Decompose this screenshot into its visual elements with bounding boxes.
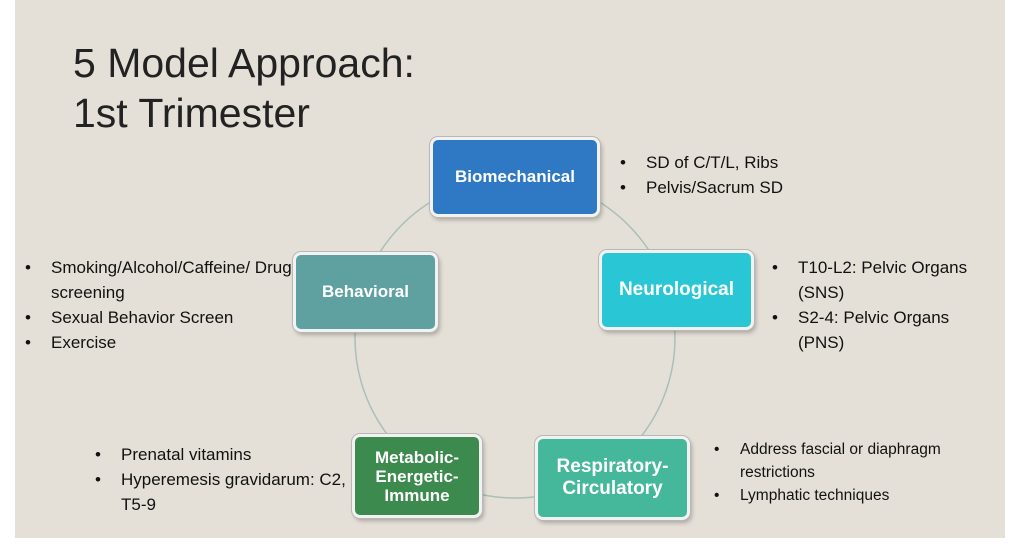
node-metabolic: Metabolic- Energetic- Immune (352, 434, 482, 518)
node-respiratory-label-1: Respiratory- (556, 456, 669, 477)
slide-title: 5 Model Approach: 1st Trimester (73, 38, 415, 138)
metabolic-notes: Prenatal vitamins Hyperemesis gravidarum… (93, 442, 348, 517)
note-item: Smoking/Alcohol/Caffeine/ Drug screening (23, 255, 298, 305)
note-item: Hyperemesis gravidarum: C2, T5-9 (93, 467, 348, 517)
node-metabolic-label-3: Immune (384, 485, 450, 505)
node-biomechanical-label: Biomechanical (455, 167, 575, 186)
node-neurological-label: Neurological (618, 279, 735, 300)
node-respiratory-label-2: Circulatory (562, 478, 663, 499)
note-item: Address fascial or diaphragm restriction… (712, 438, 942, 484)
node-metabolic-label-1: Metabolic- (374, 447, 460, 467)
slide: 5 Model Approach: 1st Trimester Biomecha… (15, 0, 1005, 538)
node-behavioral: Behavioral (293, 252, 438, 332)
note-item: Exercise (23, 330, 298, 355)
title-line-1: 5 Model Approach: (73, 40, 415, 86)
node-biomechanical: Biomechanical (430, 137, 600, 217)
behavioral-notes: Smoking/Alcohol/Caffeine/ Drug screening… (23, 255, 298, 355)
note-item: Sexual Behavior Screen (23, 305, 298, 330)
title-line-2: 1st Trimester (73, 90, 310, 136)
note-item: Prenatal vitamins (93, 442, 348, 467)
note-item: S2-4: Pelvic Organs (PNS) (770, 305, 970, 355)
note-item: Pelvis/Sacrum SD (618, 175, 783, 200)
note-item: Lymphatic techniques (712, 484, 942, 507)
node-behavioral-label: Behavioral (322, 282, 409, 301)
note-item: SD of C/T/L, Ribs (618, 150, 783, 175)
respiratory-notes: Address fascial or diaphragm restriction… (712, 438, 942, 507)
biomechanical-notes: SD of C/T/L, Ribs Pelvis/Sacrum SD (618, 150, 783, 200)
neurological-notes: T10-L2: Pelvic Organs (SNS) S2-4: Pelvic… (770, 255, 970, 355)
node-neurological: Neurological (599, 250, 754, 330)
node-respiratory: Respiratory- Circulatory (535, 436, 690, 520)
node-metabolic-label-2: Energetic- (375, 466, 459, 486)
note-item: T10-L2: Pelvic Organs (SNS) (770, 255, 970, 305)
